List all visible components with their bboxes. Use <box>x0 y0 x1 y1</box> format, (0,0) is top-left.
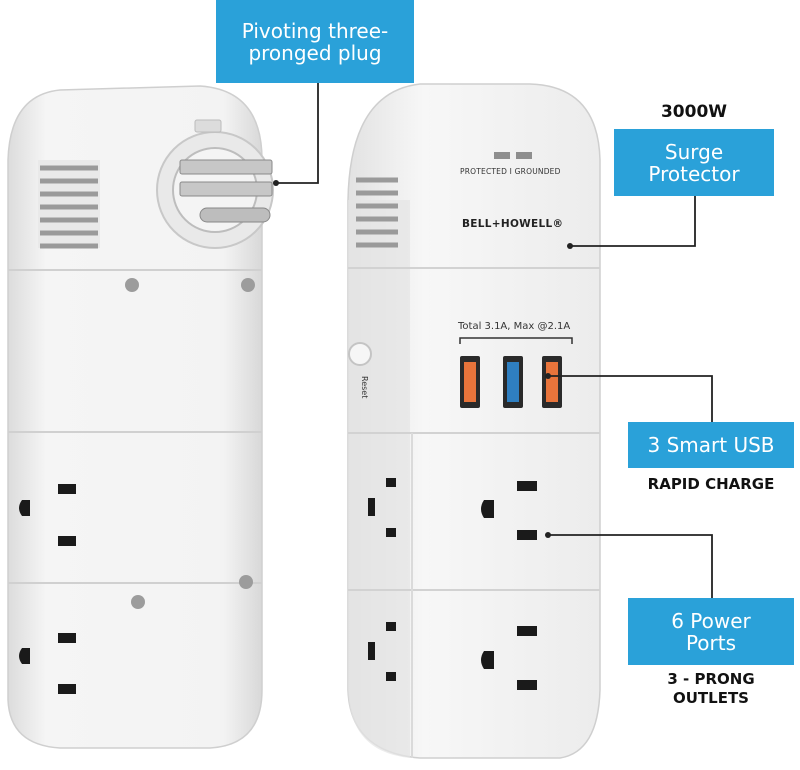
indicator-light <box>516 152 532 159</box>
usb-port-icon <box>542 356 562 408</box>
callout-leader-lines <box>276 83 713 598</box>
back-view-unit <box>7 85 274 749</box>
reset-label: Reset <box>360 376 369 399</box>
brand-logo: BELL+HOWELL® <box>462 218 564 230</box>
ports-caption-line-1: 3 - PRONG <box>667 670 755 688</box>
indicator-light <box>494 152 510 159</box>
outlet-icon <box>368 478 396 537</box>
ports-caption: 3 - PRONG OUTLETS <box>628 670 794 708</box>
front-view-unit <box>347 83 601 759</box>
surge-wattage: 3000W <box>660 102 728 122</box>
surge-callout-line-2: Protector <box>648 161 740 186</box>
vent-grille <box>38 160 100 249</box>
reset-button <box>348 342 372 366</box>
usb-caption: RAPID CHARGE <box>647 475 775 493</box>
plug-callout-line-2: pronged plug <box>248 40 382 65</box>
ports-callout-line-2: Ports <box>685 630 737 655</box>
outlet-icon <box>368 622 396 681</box>
usb-rating-label: Total 3.1A, Max @2.1A <box>458 321 571 332</box>
surge-callout: Surge Protector <box>614 129 774 196</box>
ports-callout-line-1: 6 Power <box>671 608 751 633</box>
surge-callout-line-1: Surge <box>664 139 724 164</box>
usb-callout: 3 Smart USB <box>628 422 794 468</box>
outlet-icon <box>19 633 76 694</box>
usb-port-icon <box>503 356 523 408</box>
outlet-icon <box>481 481 537 540</box>
usb-port-icon <box>460 356 480 408</box>
outlet-icon <box>19 484 76 546</box>
plug-callout-line-1: Pivoting three- <box>241 18 389 43</box>
indicator-label: PROTECTED I GROUNDED <box>460 167 561 176</box>
ports-caption-line-2: OUTLETS <box>672 688 749 707</box>
vent-grille <box>356 177 398 248</box>
plug-callout: Pivoting three- pronged plug <box>216 0 414 83</box>
outlet-icon <box>481 626 537 690</box>
usb-callout-label: 3 Smart USB <box>647 433 775 457</box>
pivot-plug-icon <box>156 119 274 249</box>
ports-callout: 6 Power Ports <box>628 598 794 665</box>
